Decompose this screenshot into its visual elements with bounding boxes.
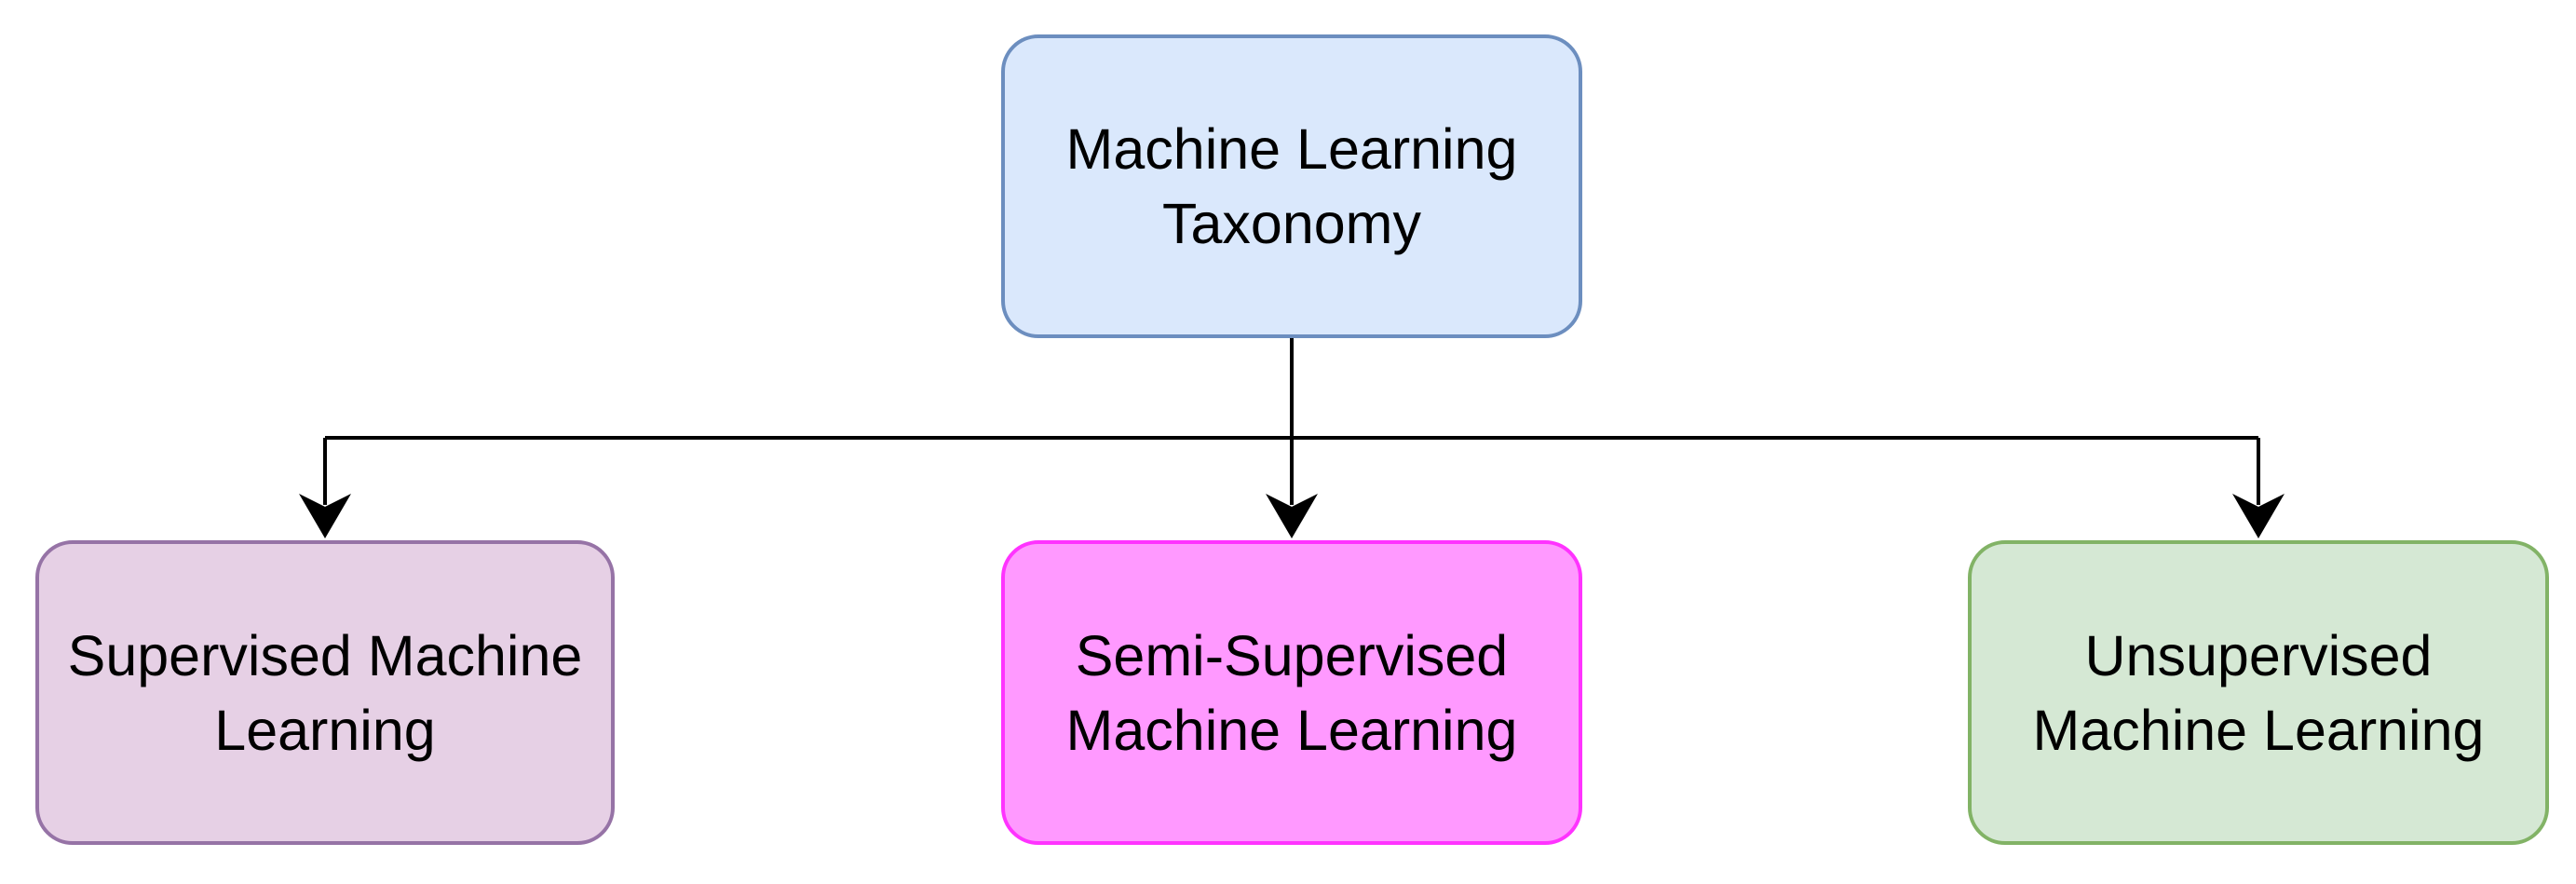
node-label: Unsupervised Machine Learning	[2018, 619, 2500, 768]
node-label-line: Taxonomy	[1161, 192, 1421, 255]
node-label-line: Supervised Machine	[67, 623, 583, 687]
node-unsupervised-machine-learning: Unsupervised Machine Learning	[1968, 540, 2549, 845]
arrowhead-semi	[1266, 494, 1318, 538]
node-label: Semi-Supervised Machine Learning	[1051, 619, 1533, 768]
arrowhead-unsupervised	[2232, 494, 2285, 538]
node-label-line: Semi-Supervised	[1075, 623, 1509, 687]
node-label-line: Unsupervised	[2084, 623, 2433, 687]
node-label-line: Machine Learning	[1065, 698, 1518, 762]
node-label: Supervised Machine Learning	[53, 619, 598, 768]
node-label: Machine Learning Taxonomy	[1051, 112, 1533, 261]
node-machine-learning-taxonomy: Machine Learning Taxonomy	[1001, 34, 1582, 338]
node-label-line: Learning	[214, 698, 436, 762]
arrowhead-supervised	[299, 494, 351, 538]
node-semi-supervised-machine-learning: Semi-Supervised Machine Learning	[1001, 540, 1582, 845]
node-label-line: Machine Learning	[1065, 117, 1518, 181]
node-supervised-machine-learning: Supervised Machine Learning	[35, 540, 615, 845]
node-label-line: Machine Learning	[2032, 698, 2485, 762]
